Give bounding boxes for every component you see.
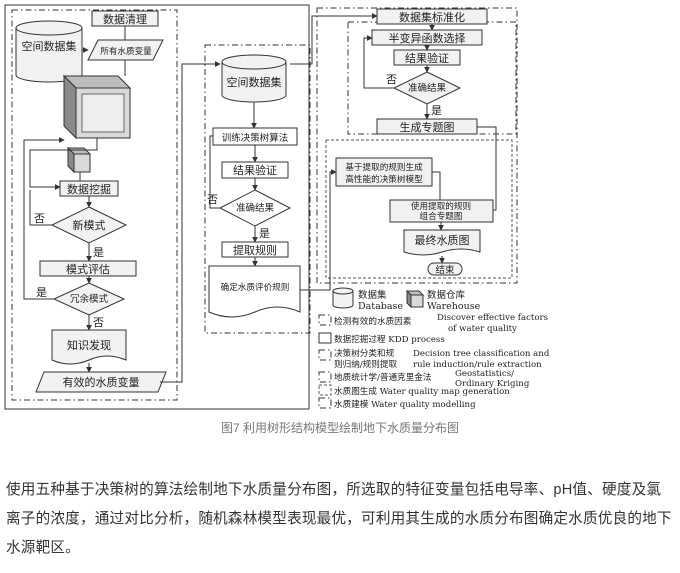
gen-map-label: 生成专题图 [400,120,455,134]
knowledge-doc [51,329,127,365]
legend-dt-en2: rule induction/rule extraction [413,360,542,370]
gen-tree-label-2: 高性能的决策树模型 [345,173,423,185]
legend-geo-en1: Geostatistics/ [455,369,514,379]
legend-mapgen: 水质图生成 Water quality map generation [334,385,510,397]
figure-caption: 图7 利用树形结构模型绘制地下水质量分布图 [220,421,459,435]
standardize-label: 数据集标准化 [399,10,465,24]
legend-kdd-swatch [318,332,332,344]
legend-factors-cn: 检测有效的水质因素 [334,315,412,327]
combine-label-1: 使用提取的规则 [411,200,471,212]
right-dashed-group [316,7,518,284]
legend-geo-en2: Ordinary Kriging [455,379,530,389]
right-no-label: 否 [386,73,397,86]
end-terminator [427,262,463,276]
new-model-label: 新模式 [73,218,106,232]
model-eval-box [39,260,137,277]
legend-dt-en1: Decision tree classification and [413,349,550,359]
determine-doc [208,265,301,318]
middle-verify-label: 结果验证 [233,163,277,177]
legend-factors-en1: Discover effective factors [437,313,548,323]
model-eval-label: 模式评估 [66,263,110,276]
right-inner-mapgen-group [325,139,513,279]
legend-warehouse-icon [405,289,425,309]
all-vars-label: 所有水质变量 [100,45,152,57]
redundant-label: 冗余模式 [70,293,109,305]
effective-vars-label: 有效的水质变量 [63,375,140,389]
middle-dashed-group [204,44,311,334]
middle-no-label: 否 [207,193,218,206]
data-clean-label: 数据清理 [103,12,147,26]
legend-model-swatch [318,397,332,409]
gen-tree-label-1: 基于提取的规则生成 [345,161,423,173]
right-accurate-label: 准确结果 [408,82,447,94]
spatial-db-cylinder [15,20,83,83]
combine-label-2: 组合专题图 [420,210,463,222]
legend-model: 水质建模 Water quality modelling [334,398,476,410]
semivariogram-label: 半变异函数选择 [389,31,466,45]
no-label-1: 否 [34,212,45,225]
final-map-label: 最终水质图 [415,233,470,247]
legend-db-cn: 数据集 [358,289,387,301]
spatial-db-label: 空间数据集 [22,39,77,53]
legend: 数据集 Database 数据仓库 Warehouse 检测有效的水质因素 Di… [318,287,550,410]
no-label-2: 否 [93,316,104,329]
all-vars-parallelogram [87,39,164,61]
small-cube-icon [66,146,92,174]
legend-wh-cn: 数据仓库 [427,289,466,301]
legend-dt-cn2: 则归纳/规则提取 [334,358,397,370]
train-label: 训练决策树算法 [222,132,289,144]
middle-spatial-db-cylinder [221,54,287,103]
middle-yes-label: 是 [259,227,270,240]
legend-factors-en2: of water quality [448,324,517,334]
determine-label: 确定水质评价规则 [221,281,290,293]
warehouse-cube-icon [62,74,132,140]
flowchart-figure: 数据清理 空间数据集 所有水质变量 数据挖掘 新模式 否 是 模式评估 冗余模式… [4,4,550,410]
legend-db-icon [332,287,354,309]
legend-geo-swatch [318,371,332,383]
right-yes-label: 是 [431,104,442,117]
yes-label-1: 是 [93,246,104,259]
legend-kdd: 数据挖掘过程 KDD process [334,333,445,345]
legend-db-en: Database [358,301,403,312]
legend-dt-swatch [318,349,332,361]
extract-label: 提取规则 [233,243,277,257]
knowledge-label: 知识发现 [67,338,111,352]
legend-geo-cn: 地质统计学/普通克里金法 [334,371,432,383]
body-paragraph: 使用五种基于决策树的算法绘制地下水质量分布图，所选取的特征变量包括电导率、pH值… [6,482,672,556]
yes-label-2: 是 [36,286,47,299]
right-verify-label: 结果验证 [405,51,449,65]
middle-accurate-label: 准确结果 [236,202,275,214]
final-map-doc [403,229,481,256]
legend-mapgen-swatch [318,384,332,396]
data-mining-label: 数据挖掘 [67,182,111,196]
middle-spatial-db-label: 空间数据集 [227,75,282,89]
left-dashed-group [11,9,178,401]
left-panel [4,4,310,410]
legend-wh-en: Warehouse [427,301,481,312]
legend-dt-cn1: 决策树分类和规 [334,347,395,359]
effective-vars-parallelogram [35,371,167,393]
end-label: 结束 [435,264,455,276]
legend-factors-swatch [318,314,332,326]
